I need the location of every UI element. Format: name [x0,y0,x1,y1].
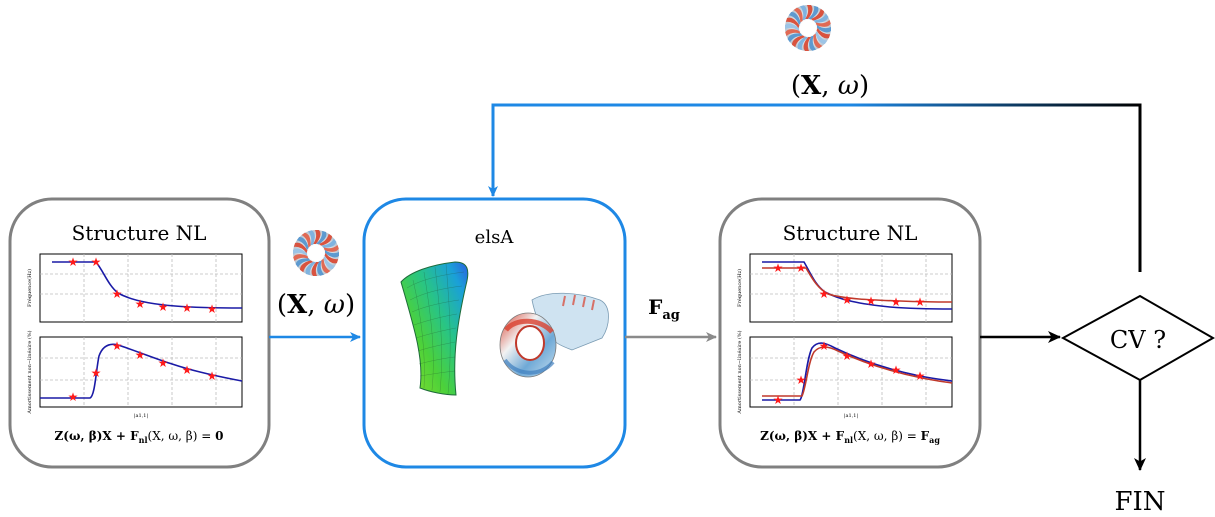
svg-text:★: ★ [68,390,79,404]
turbine-wheel-icon [292,229,340,277]
structure-nl-left-box: Structure NL ★ ★ ★ ★ ★ ★ ★ Fréquence(Hz) [8,197,271,469]
left-damping-plot: ★★★ ★★★★ Amortissement non−linéaire (%) … [26,330,243,419]
state-label-top: (X, ω) [791,71,869,101]
svg-text:★: ★ [112,287,123,301]
feedback-loop [488,103,1142,272]
left-xlabel: |a1,1| [134,413,149,419]
left-box-title: Structure NL [72,221,207,245]
blade-mesh-icon [400,261,469,396]
svg-text:★: ★ [796,373,807,387]
right-bottom-ylabel: Amortissement non−linéaire (%) [736,330,743,414]
left-equation: Z(ω, β)X + Fnl(X, ω, β) = 0 [55,429,224,445]
right-xlabel: |a1,1| [844,413,859,419]
right-frequency-plot: ★ ★ ★ ★ ★ ★ ★ Fréquence(Hz) [736,253,953,323]
turbine-wheel-icon [785,5,831,51]
svg-text:★: ★ [182,363,193,377]
svg-text:★: ★ [866,294,877,308]
deformed-annulus-icon [499,292,609,378]
feedback-line [491,103,1142,272]
svg-text:★: ★ [158,356,169,370]
svg-text:★: ★ [773,261,784,275]
structure-nl-right-box: Structure NL ★ ★ ★ ★ ★ ★ ★ Fréquence(Hz) [718,197,982,469]
svg-text:★: ★ [842,293,853,307]
left-bottom-ylabel: Amortissement non−linéaire (%) [26,330,33,414]
svg-text:★: ★ [207,369,218,383]
svg-text:★: ★ [91,366,102,380]
svg-text:★: ★ [135,348,146,362]
force-label: Fag [648,295,680,323]
svg-text:★: ★ [915,369,926,383]
right-box-title: Structure NL [783,221,918,245]
svg-text:★: ★ [773,393,784,407]
svg-text:★: ★ [112,339,123,353]
svg-text:★: ★ [891,295,902,309]
cv-decision-diamond: CV ? [1060,294,1215,382]
svg-text:★: ★ [842,349,853,363]
svg-text:★: ★ [891,363,902,377]
svg-text:★: ★ [68,255,79,269]
right-equation: Z(ω, β)X + Fnl(X, ω, β) = Fag [760,429,940,445]
cv-label: CV ? [1110,326,1166,354]
right-damping-plot: ★★★ ★★★★ Amortissement non−linéaire (%) … [736,330,953,419]
svg-text:★: ★ [207,302,218,316]
svg-text:★: ★ [91,255,102,269]
svg-text:★: ★ [158,300,169,314]
fin-label: FIN [1114,487,1165,517]
svg-text:★: ★ [819,287,830,301]
svg-text:★: ★ [915,295,926,309]
svg-text:★: ★ [182,301,193,315]
svg-text:★: ★ [135,297,146,311]
right-top-ylabel: Fréquence(Hz) [736,269,743,307]
svg-text:★: ★ [796,261,807,275]
svg-text:★: ★ [819,339,830,353]
elsa-title: elsA [475,227,515,248]
state-label-left: (X, ω) [277,290,355,320]
left-top-ylabel: Fréquence(Hz) [26,269,33,307]
elsa-box: elsA [362,197,627,469]
svg-text:★: ★ [866,357,877,371]
left-frequency-plot: ★ ★ ★ ★ ★ ★ ★ Fréquence(Hz) [26,253,243,323]
